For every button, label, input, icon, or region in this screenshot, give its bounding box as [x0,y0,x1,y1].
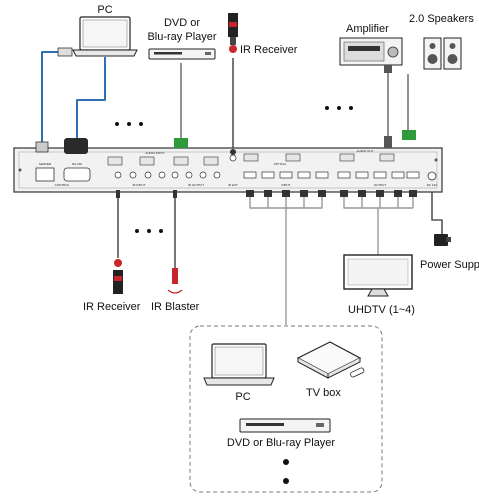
sources-group-box [189,325,383,493]
dvd-player-bottom [239,418,331,433]
port-label-optical: OPTICAL [274,162,287,166]
pc-top [72,16,138,57]
ir-blaster [167,268,183,294]
dvd-player-top [148,48,216,60]
port-label-input: INPUT [282,183,291,187]
audio-out-blocks [243,153,395,162]
port-label-audio-out: AUDIO OUT [357,149,374,153]
speakers-label: 2.0 Speakers [409,13,474,25]
dc-jack [427,171,437,181]
uhdtv-label: UHDTV (1~4) [348,304,415,316]
dvd-top-label-1: DVD or [164,17,200,29]
port-label-ir-input: IR INPUT [133,183,146,187]
power-adapter [434,234,451,246]
uhdtv [343,254,413,297]
ir-ext-plug [230,149,236,155]
dvd-top-label-2: Blu-ray Player [147,31,216,43]
rs232-connector [64,138,88,154]
pc-bottom-label: PC [235,391,250,403]
port-label-dc: DC 12V [427,183,438,187]
ir-receiver-bottom [113,259,123,294]
port-label-server: SERVER [39,162,52,166]
port-label-audio-input: AUDIO INPUT [145,151,165,155]
ir-receiver-bottom-label: IR Receiver [83,301,141,313]
ir-receiver-top-label: IR Receiver [240,44,298,56]
ir-receiver-top [228,13,238,53]
port-label-rs232: RS-232 [72,162,83,166]
audio-input-blocks [107,156,219,166]
dvd-bottom-label: DVD or Blu-ray Player [227,437,336,449]
dvd-audio-connector [174,138,188,148]
hdmi-output-ports [337,171,420,179]
pc-lan-cable [41,51,60,145]
rj45-plug [57,47,73,57]
cables [41,51,443,325]
hdmi-output-cables [343,196,414,255]
port-label-output: OUTPUT [374,183,387,187]
port-label-ir-output: IR OUTPUT [188,183,204,187]
pc-rs232-cable [76,57,106,140]
amplifier-label: Amplifier [346,23,389,35]
port-label-ir-ext: IR EXT [228,183,238,187]
hdmi-plugs [246,190,417,197]
ellipsis-top-right [325,106,353,110]
tv-box-label: TV box [306,387,341,399]
hdmi-input-ports [243,171,329,179]
power-supply-label: Power Suppl [420,259,479,271]
ellipsis-sources [283,459,289,484]
tv-box [296,341,365,379]
ellipsis-top-left [115,122,143,126]
hdmi-input-cables [249,196,323,325]
ir-jacks [114,154,237,179]
matrix-rear-panel: SERVER RS-232 CONTROL AUDIO INPUT IR INP… [13,147,443,193]
pc-bottom [203,343,275,386]
pc-top-label: PC [97,4,112,16]
amp-audio-connector [384,136,392,148]
ir-plugs-bottom [116,190,177,198]
port-label-control: CONTROL [55,183,70,187]
ir-blaster-label: IR Blaster [151,301,200,313]
ellipsis-bottom-left [135,229,163,233]
amplifier [339,37,403,73]
speakers [402,37,462,140]
power-cable [431,190,443,237]
rj45-connector [35,141,49,153]
